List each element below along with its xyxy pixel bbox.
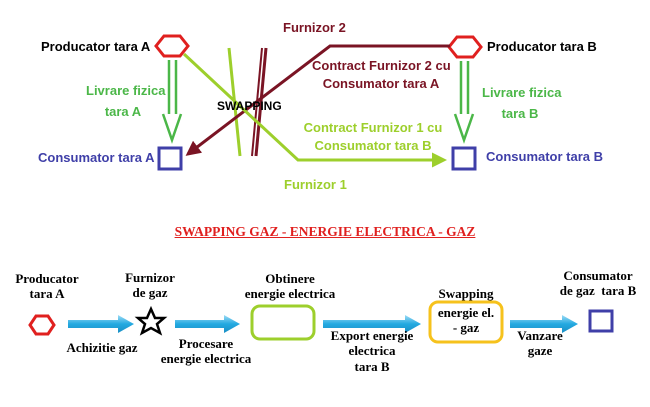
sale-line-2: gaze <box>527 343 553 359</box>
export-line-1: Export energie <box>330 328 414 343</box>
flow-arrow-2 <box>175 315 240 333</box>
contract-1-arrow <box>182 52 447 168</box>
bottom-producer-line-2: tara A <box>29 286 65 302</box>
delivery-arrow-a <box>161 60 183 144</box>
bottom-consumer-line-2: de gaz tara B <box>559 283 637 299</box>
delivery-b-label: Livrare fizica tara B <box>482 85 562 122</box>
consumer-a-square-icon <box>157 146 183 171</box>
delivery-a-line-1: Livrare fizica <box>86 83 166 98</box>
proc-label: Procesare energie electrica <box>144 336 268 367</box>
bottom-producer-label: Producator tara A <box>4 271 90 302</box>
supplier-line-2: de gaz <box>132 285 168 301</box>
producer-a-label: Producator tara A <box>41 39 151 54</box>
supplier-2-label: Furnizor 2 <box>283 20 346 35</box>
energy-production-box <box>250 304 316 341</box>
supplier-line-1: Furnizor <box>125 270 175 285</box>
bottom-consumer-label: Consumator de gaz tara B <box>546 268 650 299</box>
bottom-producer-line-1: Producator <box>15 271 79 286</box>
supplier-star-icon <box>134 305 168 336</box>
swapping-box <box>428 300 504 344</box>
obtain-line-1: Obtinere <box>265 271 315 286</box>
supplier-1-label: Furnizor 1 <box>284 177 347 192</box>
contract-1-label: Contract Furnizor 1 cu Consumator tara B <box>300 120 446 154</box>
swap-box-line-1: energie el. <box>437 305 495 320</box>
contract-2-label: Contract Furnizor 2 cu Consumator tara A <box>312 58 451 92</box>
delivery-b-line-1: Livrare fizica <box>482 85 562 100</box>
delivery-a-line-2: tara A <box>104 103 142 119</box>
bottom-consumer-line-1: Consumator <box>563 268 633 283</box>
section-title: SWAPPING GAZ - ENERGIE ELECTRICA - GAZ <box>174 224 476 239</box>
contract-1-line-1: Contract Furnizor 1 cu <box>303 120 443 135</box>
swap-label: Swapping <box>438 286 494 301</box>
bottom-consumer-square-icon <box>588 309 614 333</box>
contract-2-line-2: Consumator tara A <box>322 75 440 91</box>
producer-b-label: Producator tara B <box>487 39 597 54</box>
contract-1-line-2: Consumator tara B <box>314 137 432 153</box>
delivery-a-label: Livrare fizica tara A <box>86 83 166 120</box>
export-line-3: tara B <box>354 358 390 374</box>
proc-line-1: Procesare <box>178 336 234 351</box>
delivery-arrow-b <box>453 61 475 144</box>
swap-box-line-2: - gaz <box>452 320 480 336</box>
export-line-2: electrica <box>348 343 396 359</box>
flow-arrow-3 <box>323 315 421 333</box>
consumer-a-label: Consumator tara A <box>38 150 155 165</box>
sale-label: Vanzare gaze <box>502 328 578 359</box>
flow-arrow-1 <box>68 315 134 333</box>
consumer-b-square-icon <box>451 146 477 171</box>
bottom-producer-hexagon-icon <box>28 314 56 336</box>
contract-2-line-1: Contract Furnizor 2 cu <box>312 58 451 73</box>
acq-label: Achizitie gaz <box>66 340 138 355</box>
producer-a-hexagon-icon <box>154 34 190 58</box>
contract-2-arrow <box>185 44 450 156</box>
consumer-b-label: Consumator tara B <box>486 149 604 164</box>
flow-arrow-4 <box>510 315 578 333</box>
supplier-label: Furnizor de gaz <box>110 270 190 301</box>
swap-line-darkred <box>254 47 268 157</box>
export-label: Export energie electrica tara B <box>320 328 424 374</box>
sale-line-1: Vanzare <box>517 328 563 343</box>
obtain-label: Obtinere energie electrica <box>228 271 352 302</box>
obtain-line-2: energie electrica <box>244 286 336 302</box>
swapping-label: SWAPPING <box>217 99 282 113</box>
delivery-b-line-2: tara B <box>501 105 539 121</box>
producer-b-hexagon-icon <box>447 35 483 59</box>
proc-line-2: energie electrica <box>160 351 252 367</box>
swap-box-text: energie el. - gaz <box>430 305 502 336</box>
